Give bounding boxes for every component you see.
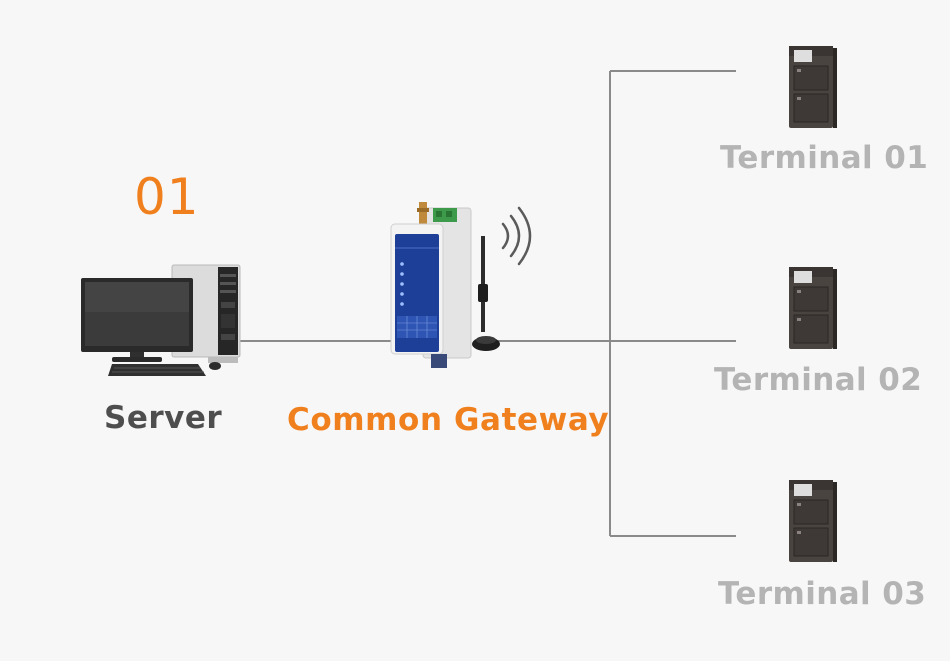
server-label: Server bbox=[104, 400, 223, 436]
step-number: 01 bbox=[134, 168, 200, 226]
terminal-01-icon bbox=[789, 46, 837, 128]
gateway-device-icon bbox=[390, 202, 532, 368]
terminal-02-label: Terminal 02 bbox=[714, 362, 923, 398]
terminal-02-icon bbox=[789, 267, 837, 349]
terminal-01-label: Terminal 01 bbox=[720, 140, 929, 176]
gateway-label: Common Gateway bbox=[287, 402, 610, 438]
server-computer-icon bbox=[81, 264, 241, 376]
terminal-03-icon bbox=[789, 480, 837, 562]
terminal-03-label: Terminal 03 bbox=[718, 576, 927, 612]
